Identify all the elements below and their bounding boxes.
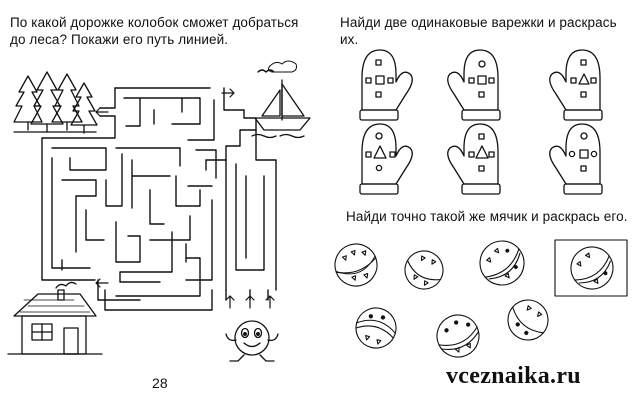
ball-icon (355, 307, 397, 349)
task-mittens-text: Найди две одинаковые варежки и раскрась … (340, 15, 617, 47)
kolobok-icon (225, 320, 279, 362)
task-maze-text: По какой дорожке колобок сможет добратьс… (10, 15, 299, 47)
forest-icon (13, 71, 98, 134)
ball-icon (570, 246, 614, 290)
mitten-icon (359, 123, 413, 195)
ball-icon (436, 314, 480, 358)
arrow-icon (95, 88, 275, 309)
sailboat-icon (251, 60, 311, 139)
mitten-icon (447, 123, 501, 195)
mitten-icon (549, 123, 603, 195)
page-number: 28 (152, 375, 168, 391)
ball-icon (404, 250, 444, 290)
house-icon (7, 281, 103, 355)
maze (41, 87, 277, 311)
ball-icon (334, 243, 378, 287)
reference-frame (554, 239, 628, 297)
mitten-icon (359, 49, 413, 121)
task-balls-text: Найди точно такой же мячик и раскрась ег… (346, 209, 628, 224)
ball-icon (507, 299, 549, 341)
mitten-icon (447, 49, 501, 121)
ball-icon (479, 240, 525, 286)
site-watermark: vceznaika.ru (446, 363, 581, 389)
mitten-icon (549, 49, 603, 121)
